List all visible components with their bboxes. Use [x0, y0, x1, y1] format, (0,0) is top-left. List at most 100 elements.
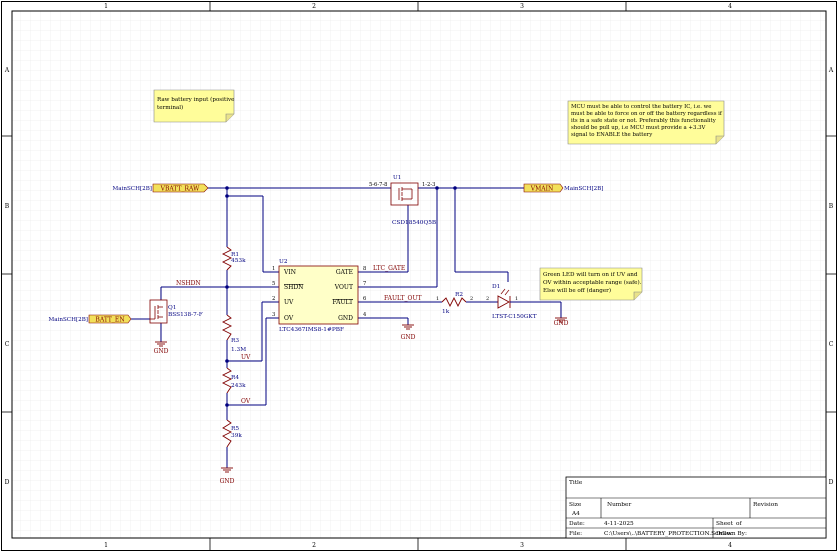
- zone-row-c: C: [5, 341, 10, 348]
- gnd-label-u2: GND: [401, 334, 416, 341]
- zone-col-3: 3: [520, 3, 524, 10]
- zone-col-1: 1: [104, 3, 108, 10]
- drawing-grid: [12, 11, 826, 538]
- net-uv: UV: [241, 354, 251, 361]
- r2-pin2: 2: [470, 296, 473, 302]
- zone-col-4: 4: [728, 3, 732, 10]
- r3-ref: R3: [231, 338, 239, 344]
- u1-mosfet[interactable]: U1 5-6-7-8 1-2-3 CSD18540Q5B: [369, 175, 436, 226]
- note-mcu-control[interactable]: MCU must be able to control the battery …: [567, 100, 725, 145]
- wires: [131, 187, 562, 468]
- u2-pinnum-6: 6: [363, 296, 366, 302]
- resistor-symbols: [221, 246, 467, 448]
- gnd-labels: GND GND GND GND: [154, 320, 569, 485]
- sheet-inner-border: [11, 10, 827, 539]
- tb-sheet-of: of: [736, 521, 742, 527]
- u2-pin-shdn: SHDN: [284, 284, 303, 291]
- u2-ref: U2: [279, 259, 288, 265]
- zone-row-a: A: [4, 67, 10, 74]
- q1-mosfet[interactable]: Q1 BSS138-7-F: [149, 299, 203, 324]
- u1-pins-right: 1-2-3: [422, 182, 435, 188]
- gnd-label-d1: GND: [554, 320, 569, 327]
- u2-pin-vout: VOUT: [334, 284, 353, 291]
- gnd-label-q1: GND: [154, 348, 169, 355]
- zone-col-1-bottom: 1: [104, 542, 108, 549]
- tb-size-label: Size: [569, 502, 582, 508]
- port-vbatt-raw-label: VBATT_RAW: [160, 186, 200, 193]
- note-led[interactable]: Green LED will turn on if UV and OV with…: [539, 267, 643, 301]
- port-vmain-label: VMAIN: [530, 186, 553, 193]
- u2-pin-vin: VIN: [283, 269, 296, 276]
- resistor-labels: R1 453k R3 1.3M R4 243k R5 39k R2 1k 1 2: [231, 252, 473, 439]
- tb-date-value: 4-11-2025: [604, 521, 634, 527]
- zone-row-c-right: C: [829, 341, 834, 348]
- u2-part: LTC4367IMS8-1#PBF: [279, 327, 344, 333]
- zone-col-2: 2: [312, 3, 316, 10]
- zone-row-b: B: [5, 203, 10, 210]
- gnd-label-r5: GND: [220, 478, 235, 485]
- note-mcu-line-2: must be able to force on or off the batt…: [571, 111, 723, 117]
- note-mcu-line-4: should be pull up, i.e MCU must provide …: [571, 125, 706, 131]
- u1-ref: U1: [393, 175, 401, 181]
- port-vbatt-raw[interactable]: MainSCH[2B] VBATT_RAW: [113, 183, 209, 193]
- title-block: Title Size A4 Number Revision Date: 4-11…: [565, 476, 827, 539]
- junctions: [225, 186, 457, 407]
- r4-value: 243k: [231, 383, 246, 389]
- d1-pin1: 1: [515, 296, 518, 302]
- zone-row-d: D: [5, 479, 10, 486]
- u2-pin-fault: FAULT: [332, 299, 353, 306]
- zone-col-2-bottom: 2: [312, 542, 316, 549]
- u2-pin-gnd: GND: [338, 315, 353, 322]
- u2-pinnum-3: 3: [272, 312, 275, 318]
- tb-revision-label: Revision: [753, 502, 778, 508]
- note-raw-battery-line-2: terminal): [157, 104, 183, 111]
- port-vmain-sheetref: MainSCH[2B]: [564, 186, 603, 192]
- d1-led[interactable]: D1 LTST-C150GKT 2 1: [485, 284, 537, 320]
- u2-pin-gate: GATE: [336, 269, 353, 276]
- u2-pinnum-7: 7: [363, 281, 366, 287]
- d1-pin2: 2: [486, 296, 489, 302]
- note-raw-battery[interactable]: Raw battery input (positive terminal): [153, 89, 235, 123]
- u2-pin-uv: UV: [284, 299, 294, 306]
- port-batt-en[interactable]: MainSCH[2B] BATT_EN: [49, 314, 132, 324]
- zone-row-d-right: D: [829, 479, 834, 486]
- tb-file-label: File:: [569, 531, 582, 537]
- u2-ic[interactable]: U2 LTC4367IMS8-1#PBF VIN SHDN UV OV GATE…: [272, 259, 367, 333]
- tb-number-label: Number: [607, 502, 631, 508]
- r5-value: 39k: [231, 433, 242, 439]
- net-ltc-gate: LTC_GATE: [373, 265, 405, 272]
- r1-ref: R1: [231, 252, 239, 258]
- port-batt-en-sheetref: MainSCH[2B]: [49, 317, 88, 323]
- note-led-line-2: OV within acceptable range (safe).: [543, 279, 642, 286]
- net-labels: NSHDN LTC_GATE FAULT_OUT UV OV: [176, 265, 422, 405]
- note-led-line-3: Else will be off (danger): [543, 287, 611, 294]
- tb-date-label: Date:: [569, 521, 585, 527]
- gnd-symbols: [155, 317, 567, 473]
- note-led-line-1: Green LED will turn on if UV and: [543, 272, 638, 278]
- zone-col-3-bottom: 3: [520, 542, 524, 549]
- u2-pinnum-2: 2: [272, 296, 275, 302]
- u2-pinnum-8: 8: [363, 266, 366, 272]
- note-raw-battery-line-1: Raw battery input (positive: [157, 96, 235, 103]
- q1-ref: Q1: [168, 305, 176, 311]
- u2-pinnum-4: 4: [363, 312, 367, 318]
- r1-value: 453k: [231, 258, 246, 264]
- u2-pin-ov: OV: [284, 315, 294, 322]
- net-nshdn: NSHDN: [176, 280, 201, 287]
- zone-labels: 1 2 3 4 1 2 3 4 A B C D A B C D: [4, 3, 834, 549]
- r2-value: 1k: [442, 309, 450, 315]
- u2-pinnum-5: 5: [272, 281, 275, 287]
- zone-row-b-right: B: [829, 203, 834, 210]
- note-mcu-line-3: its in a safe state or not. Preferably t…: [571, 118, 717, 124]
- tb-sheet-label: Sheet: [716, 521, 734, 527]
- port-vmain[interactable]: VMAIN MainSCH[2B]: [523, 183, 603, 193]
- d1-ref: D1: [492, 284, 500, 290]
- port-batt-en-label: BATT_EN: [95, 317, 124, 324]
- zone-col-4-bottom: 4: [728, 542, 732, 549]
- zone-dividers: [2, 2, 836, 550]
- net-ov: OV: [241, 398, 251, 405]
- net-fault-out: FAULT_OUT: [384, 295, 422, 302]
- tb-drawn-label: Drawn By:: [716, 531, 747, 537]
